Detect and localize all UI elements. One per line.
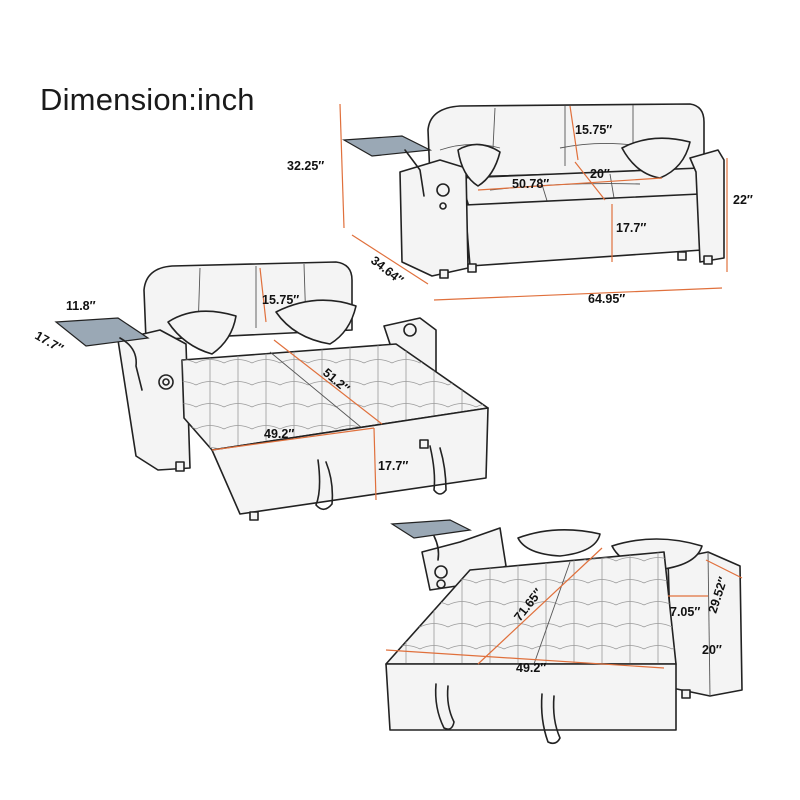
sofa-bed-drawing (385, 519, 743, 745)
page-title: Dimension:inch (40, 82, 255, 117)
label-arm-height: 20″ (702, 643, 722, 657)
label-seat-width: 50.78″ (512, 177, 549, 191)
label-seat-height: 17.7″ (378, 459, 408, 473)
label-seat-height: 17.7″ (616, 221, 646, 235)
sofa-half-open-drawing (54, 261, 489, 521)
label-seat-depth: 20″ (590, 167, 610, 181)
label-arm-width: 7.05″ (670, 605, 700, 619)
label-bed-width: 49.2″ (516, 661, 546, 675)
label-tray-width: 11.8″ (66, 299, 96, 313)
label-bed-width: 49.2″ (264, 427, 294, 441)
label-back-cushion-height: 15.75″ (575, 123, 612, 137)
label-arm-height: 22″ (733, 193, 753, 207)
label-overall-width: 64.95″ (588, 292, 625, 306)
sofa-upright-drawing (339, 103, 728, 301)
label-back-cushion-height: 15.75″ (262, 293, 299, 307)
label-overall-height: 32.25″ (287, 159, 324, 173)
label-overall-depth: 34.64″ (368, 253, 406, 287)
label-tray-depth: 17.7″ (33, 328, 66, 355)
